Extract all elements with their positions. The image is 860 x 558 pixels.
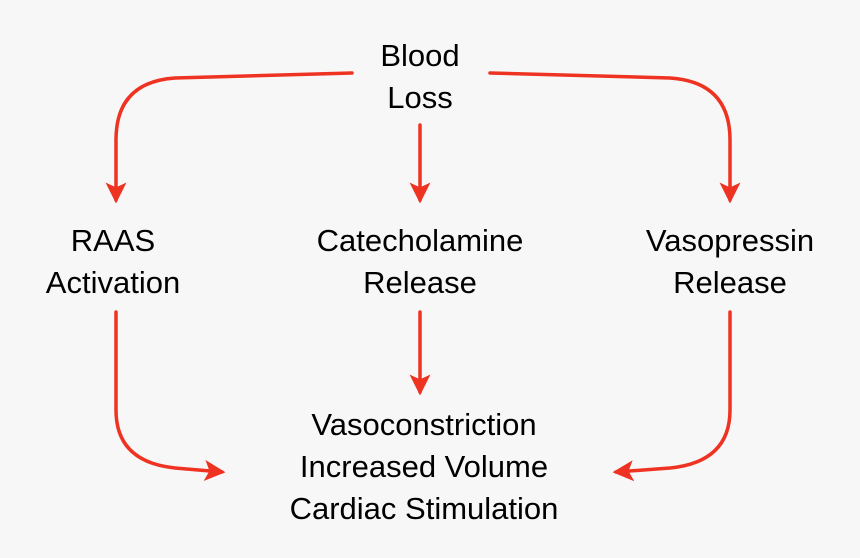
node-catecholamine-line-1: Catecholamine <box>316 223 524 258</box>
node-blood-loss-line-1: Blood <box>380 38 460 73</box>
node-vasopressin-line-1: Vasopressin <box>645 223 815 258</box>
node-vasopressin-line-2: Release <box>673 265 787 300</box>
node-outcome: Vasoconstriction Increased Volume Cardia… <box>290 404 559 530</box>
node-vasopressin-release: Vasopressin Release <box>646 220 814 304</box>
node-blood-loss: Blood Loss <box>380 35 459 119</box>
node-outcome-line-2: Increased Volume <box>299 449 549 484</box>
arrow-vasopressin-to-outcome <box>612 310 732 482</box>
node-blood-loss-line-2: Loss <box>387 80 453 115</box>
node-raas-activation: RAAS Activation <box>46 220 180 304</box>
arrow-raas-to-outcome <box>114 310 226 481</box>
node-outcome-line-3: Cardiac Stimulation <box>289 491 559 526</box>
node-outcome-line-1: Vasoconstriction <box>311 407 537 442</box>
node-catecholamine-release: Catecholamine Release <box>317 220 524 304</box>
node-raas-line-1: RAAS <box>70 223 156 258</box>
arrow-blood-loss-to-vasopressin <box>488 71 741 204</box>
arrow-blood-loss-to-raas <box>105 71 354 204</box>
node-raas-line-2: Activation <box>45 265 181 300</box>
node-catecholamine-line-2: Release <box>363 265 477 300</box>
